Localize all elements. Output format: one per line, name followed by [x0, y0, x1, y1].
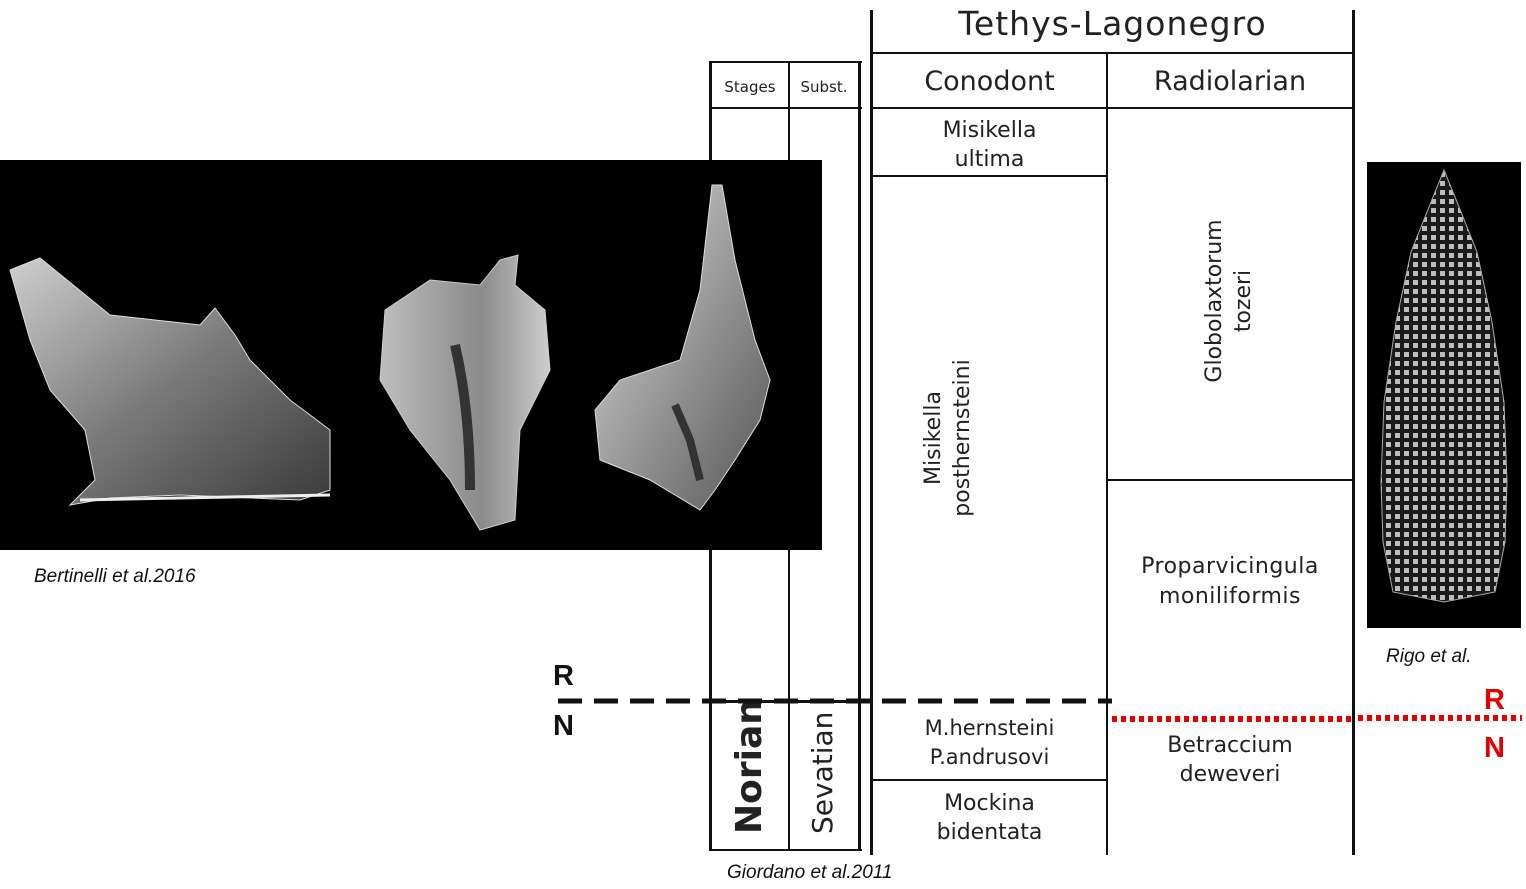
boundary-label-rhaetian: R [553, 660, 574, 693]
conodont-photo-caption: Bertinelli et al.2016 [34, 566, 196, 588]
radiolarian-sem-photo [1367, 162, 1521, 628]
radiolarian-photo-caption: Rigo et al. [1386, 646, 1472, 668]
boundary-label-norian-red: N [1484, 732, 1505, 765]
conodont-specimen-3 [595, 185, 770, 510]
conodont-specimens [0, 160, 822, 550]
boundary-label-rhaetian-red: R [1484, 684, 1505, 717]
column-caption: Giordano et al.2011 [727, 862, 893, 884]
conodont-specimen-1 [10, 258, 330, 505]
boundary-label-norian: N [553, 710, 574, 743]
conodont-sem-photo [0, 160, 822, 550]
radiolarian-specimen-svg [1367, 162, 1521, 628]
radiolarian-specimen [1381, 170, 1507, 602]
